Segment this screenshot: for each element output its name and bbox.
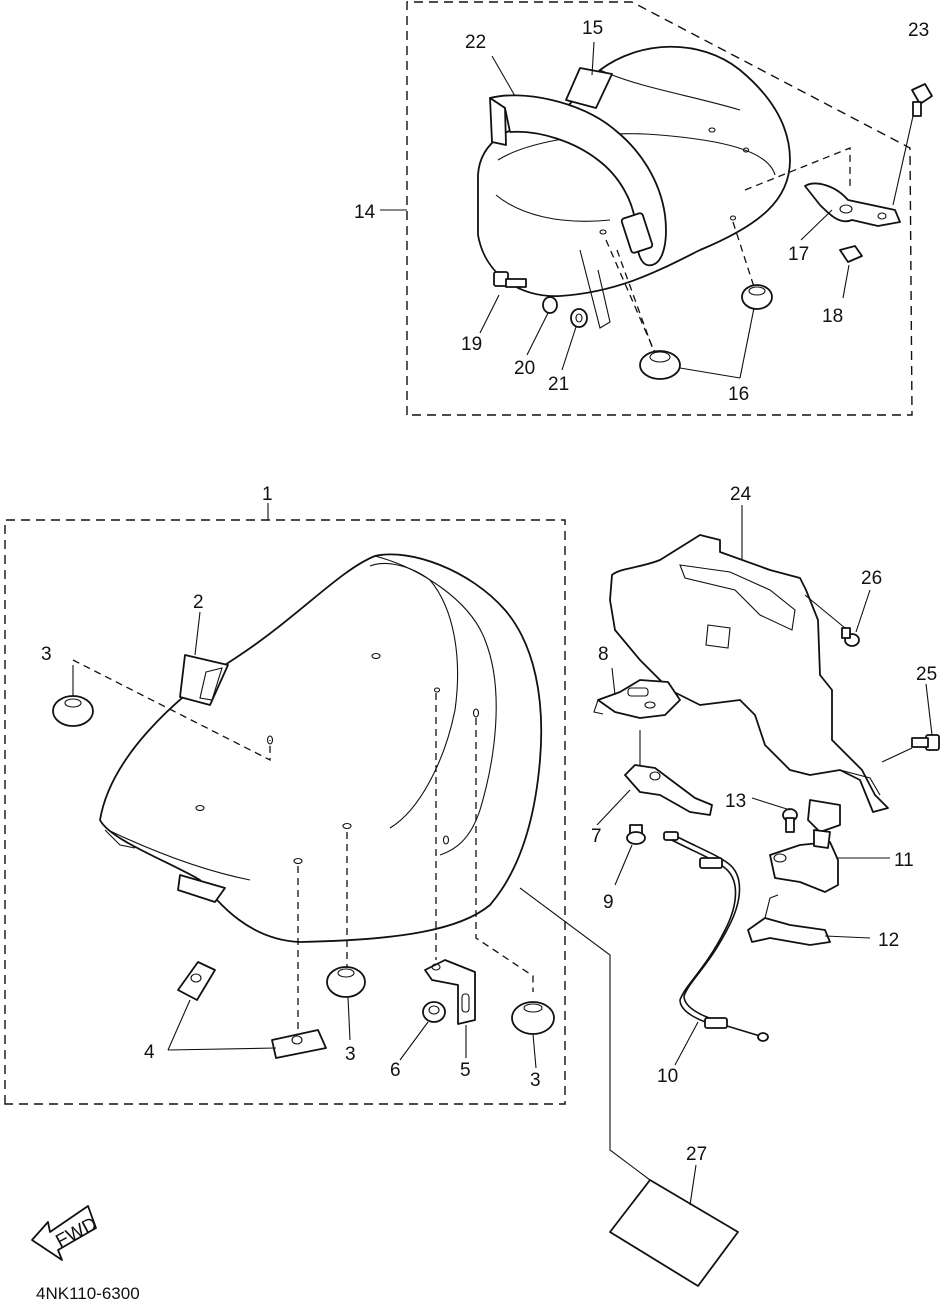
seat-hook-7: [624, 764, 713, 816]
seat-lock-11: [769, 841, 839, 893]
callout-7: 7: [591, 826, 602, 847]
callout-12: 12: [878, 930, 899, 951]
callout-4: 4: [144, 1042, 155, 1063]
nut-6: [422, 1001, 446, 1023]
main-seat-body: [99, 553, 543, 943]
rear-seat-decal: [565, 67, 613, 109]
damper-3-left: [52, 695, 94, 727]
callout-25: 25: [916, 664, 937, 685]
grab-rail: [489, 94, 667, 267]
callout-21: 21: [548, 374, 569, 395]
callout-5: 5: [460, 1060, 471, 1081]
callout-2: 2: [193, 592, 204, 613]
callout-26: 26: [861, 568, 882, 589]
callout-22: 22: [465, 32, 486, 53]
callout-leaders: [72, 41, 933, 1206]
callout-20: 20: [514, 358, 535, 379]
catalog-code: 4NK110-6300: [36, 1284, 140, 1303]
damper-3-center: [326, 966, 366, 998]
callout-15: 15: [582, 18, 603, 39]
bolt-23: [911, 83, 933, 117]
callout-19: 19: [461, 334, 482, 355]
rear-seat-group-frame: [406, 1, 913, 416]
callout-labels: 1 2 3 3 3 4 5 6 7 8 9 10 11 12 13 14 15 …: [41, 18, 937, 1165]
bolt-9: [626, 824, 646, 845]
seat-lock-cable: [663, 831, 769, 1042]
callout-13: 13: [725, 791, 746, 812]
callout-17: 17: [788, 244, 809, 265]
screw-13: [782, 808, 798, 833]
callout-24: 24: [730, 484, 752, 505]
callout-1: 1: [262, 484, 273, 505]
callout-18: 18: [822, 306, 843, 327]
callout-14: 14: [354, 202, 376, 223]
washer-21: [570, 308, 588, 328]
callout-3-left: 3: [41, 644, 52, 665]
rear-bracket: [804, 182, 901, 227]
nut-18: [839, 245, 863, 263]
clip-nut-4: [177, 961, 327, 1059]
bracket-8: [597, 679, 681, 719]
lock-bracket-12: [747, 917, 831, 946]
main-seat-group: [4, 503, 566, 1105]
callout-16: 16: [728, 384, 749, 405]
callout-8: 8: [598, 644, 609, 665]
bolt-25: [911, 734, 940, 751]
callout-3-right: 3: [530, 1070, 541, 1091]
rear-seat-group: [380, 1, 933, 416]
seat-cover-24: [609, 534, 889, 813]
screw-19: [493, 271, 527, 288]
damper-3-right: [511, 1001, 555, 1035]
callout-23: 23: [908, 20, 929, 41]
callout-3-center: 3: [345, 1044, 356, 1065]
callout-6: 6: [390, 1060, 401, 1081]
washer-20: [542, 296, 558, 314]
callout-27: 27: [686, 1144, 707, 1165]
main-seat-group-frame: [4, 519, 566, 1105]
screw-26: [841, 627, 860, 647]
callout-10: 10: [657, 1066, 678, 1087]
owners-manual-27: [609, 1179, 739, 1287]
callout-11: 11: [894, 850, 914, 871]
forward-arrow-icon: FWD: [31, 1205, 101, 1261]
callout-9: 9: [603, 892, 614, 913]
damper-16: [639, 284, 773, 380]
